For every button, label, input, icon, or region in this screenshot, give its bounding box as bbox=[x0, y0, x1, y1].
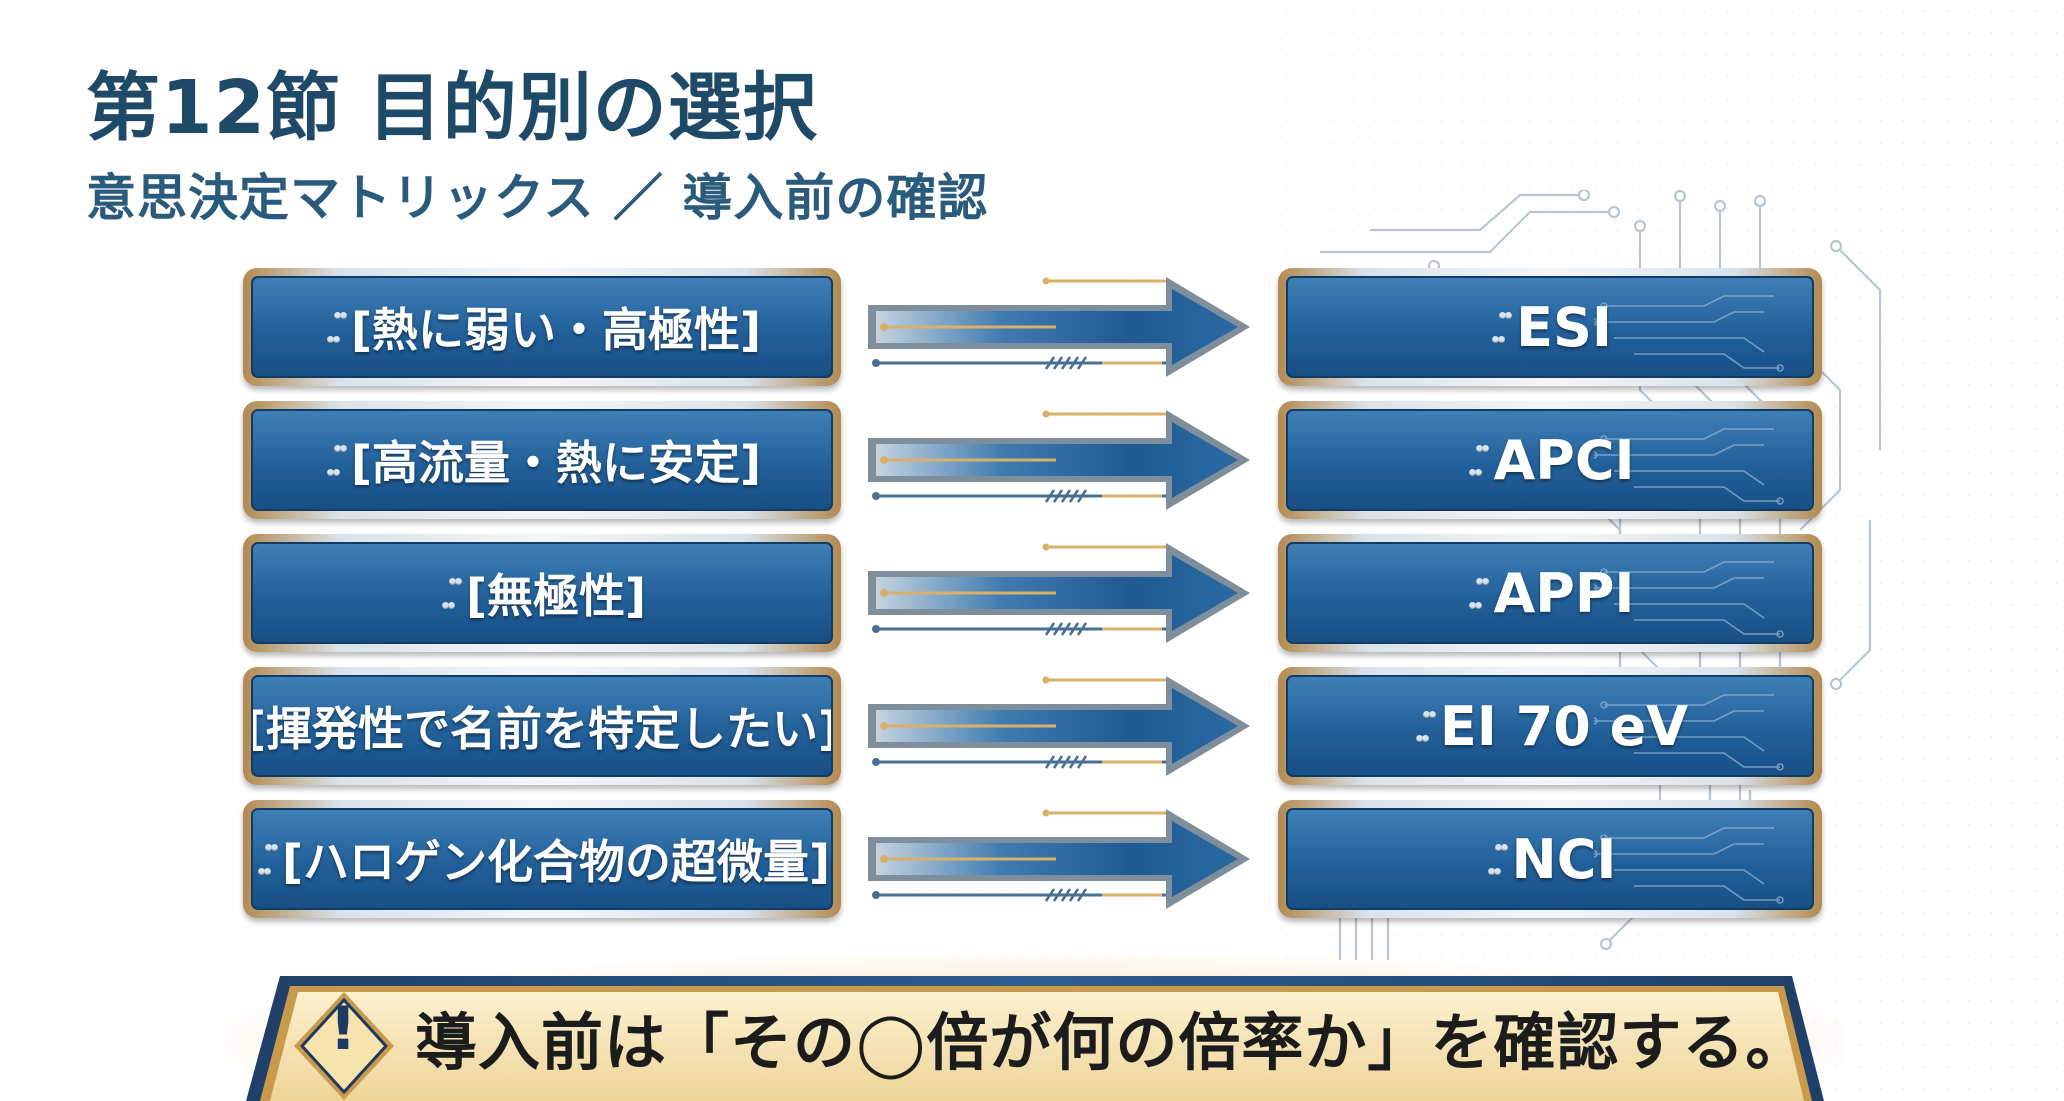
arrow-icon bbox=[866, 533, 1256, 653]
method-label: ESI bbox=[1516, 295, 1612, 359]
condition-label: [ハロゲン化合物の超微量] bbox=[281, 835, 831, 889]
arrow-icon bbox=[866, 400, 1256, 520]
condition-card: [熱に弱い・高極性] bbox=[243, 268, 841, 386]
condition-label: [無極性] bbox=[465, 569, 647, 623]
arrow-icon bbox=[866, 267, 1256, 387]
arrow-icon bbox=[866, 799, 1256, 919]
method-card: NCI bbox=[1278, 800, 1822, 918]
method-label: NCI bbox=[1511, 827, 1617, 891]
condition-card: [ハロゲン化合物の超微量] bbox=[243, 800, 841, 918]
condition-label: [揮発性で名前を特定したい] bbox=[251, 702, 833, 756]
condition-label: [高流量・熱に安定] bbox=[350, 436, 762, 490]
page-title: 第12節 目的別の選択 bbox=[86, 65, 818, 151]
arrow-icon bbox=[866, 666, 1256, 786]
condition-card: [揮発性で名前を特定したい] bbox=[243, 667, 841, 785]
method-card: ESI bbox=[1278, 268, 1822, 386]
method-card: EI 70 eV bbox=[1278, 667, 1822, 785]
condition-label: [熱に弱い・高極性] bbox=[350, 303, 762, 357]
method-card: APCI bbox=[1278, 401, 1822, 519]
callout-text: 導入前は「その◯倍が何の倍率か」を確認する。 bbox=[415, 1006, 1809, 1079]
method-label: APCI bbox=[1493, 428, 1635, 492]
condition-card: [高流量・熱に安定] bbox=[243, 401, 841, 519]
condition-card: [無極性] bbox=[243, 534, 841, 652]
warning-icon: ! bbox=[329, 994, 357, 1064]
method-label: EI 70 eV bbox=[1439, 694, 1689, 758]
method-label: APPI bbox=[1493, 561, 1635, 625]
callout-banner: ! 導入前は「その◯倍が何の倍率か」を確認する。 bbox=[240, 970, 1830, 1101]
page-subtitle: 意思決定マトリックス ／ 導入前の確認 bbox=[86, 169, 989, 227]
method-card: APPI bbox=[1278, 534, 1822, 652]
